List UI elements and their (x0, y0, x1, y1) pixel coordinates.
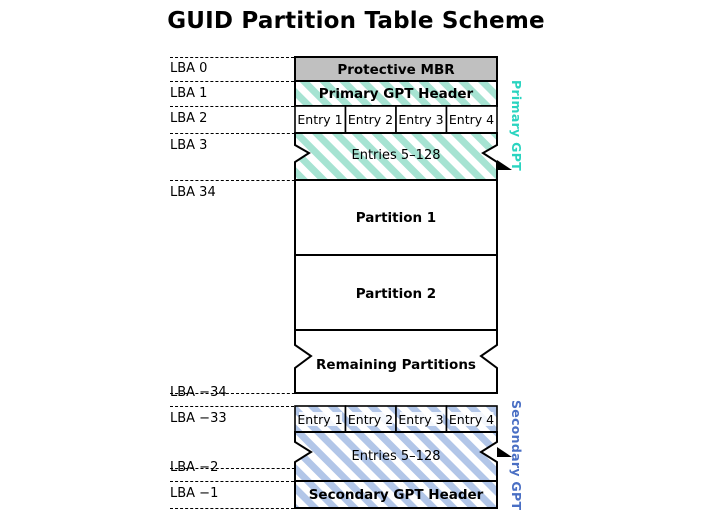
side-label-secondary-gpt: Secondary GPT (509, 400, 524, 511)
page-title: GUID Partition Table Scheme (167, 8, 545, 34)
lba-tick-label-m2: LBA −2 (170, 460, 219, 475)
block-primary-entry-2 (344, 105, 397, 134)
entry-label-plate-s1 (299, 412, 342, 426)
entry-label-plate-s4 (450, 412, 494, 426)
side-label-primary-gpt: Primary GPT (509, 80, 524, 171)
block-remaining-partitions (294, 329, 498, 394)
guide-line-lba-3 (170, 133, 300, 134)
guide-line-lba-m34 (170, 393, 300, 394)
lba-tick-label-3: LBA 3 (170, 138, 208, 153)
block-protective-mbr (294, 56, 498, 82)
entry-label-plate-s3 (400, 412, 443, 426)
block-secondary-gpt-header (294, 480, 498, 509)
guide-line-lba-2 (170, 106, 410, 107)
guide-line-lba-34 (170, 180, 300, 181)
guide-line-bottom (170, 508, 410, 509)
block-primary-entry-3 (395, 105, 448, 134)
block-primary-entry-4 (445, 105, 498, 134)
guide-line-lba-0 (170, 57, 410, 58)
lba-tick-label-2: LBA 2 (170, 111, 208, 126)
block-partition-1 (294, 179, 498, 256)
lba-tick-label-m33: LBA −33 (170, 411, 227, 426)
guide-line-lba-m2 (170, 468, 300, 469)
lba-tick-label-0: LBA 0 (170, 61, 208, 76)
secondary-gpt-bracket-tick (497, 447, 512, 457)
block-primary-entry-1 (294, 105, 347, 134)
guide-line-lba-m1 (170, 481, 410, 482)
block-primary-entries-5-128 (294, 132, 498, 181)
lba-tick-label-m1: LBA −1 (170, 486, 219, 501)
block-secondary-entries-5-128 (294, 431, 498, 482)
lba-tick-label-1: LBA 1 (170, 86, 208, 101)
block-primary-gpt-header (294, 80, 498, 107)
entry-label-plate-s2 (349, 412, 393, 426)
primary-gpt-bracket-tick (497, 160, 512, 170)
block-partition-2 (294, 254, 498, 331)
guide-line-lba-m33 (170, 406, 410, 407)
lba-tick-label-m34: LBA −34 (170, 385, 227, 400)
lba-tick-label-34: LBA 34 (170, 185, 216, 200)
guide-line-lba-1 (170, 81, 410, 82)
